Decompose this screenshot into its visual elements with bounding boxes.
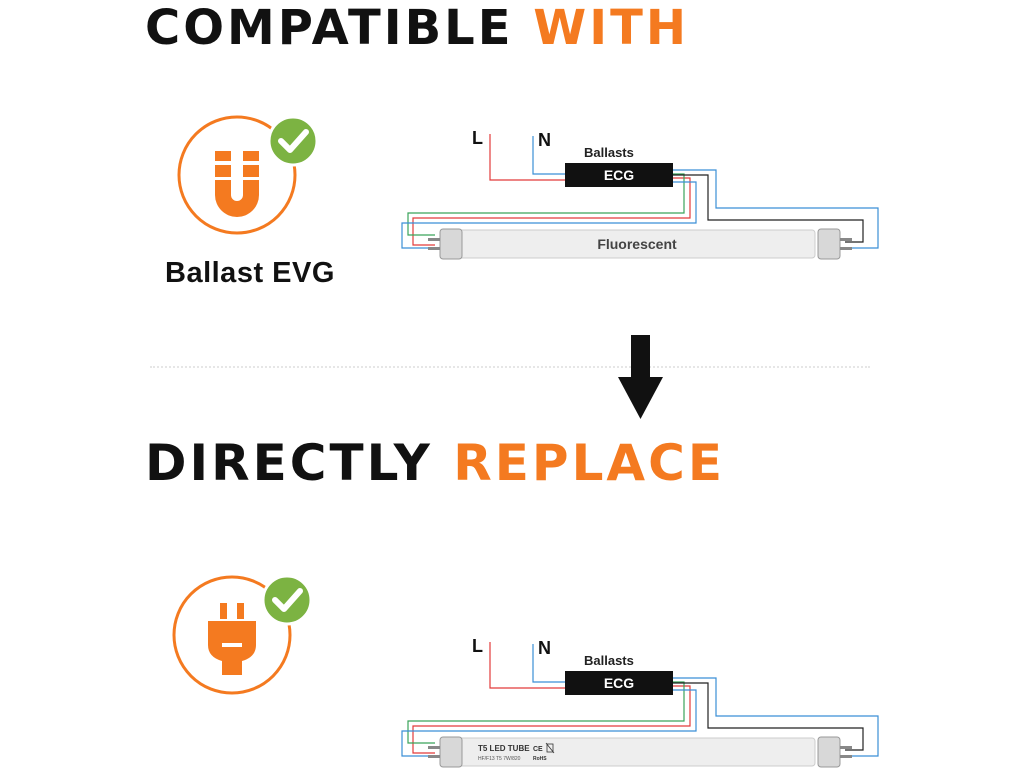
heading-top-dark: COMPATIBLE [145, 0, 514, 56]
check-icon [261, 574, 313, 626]
section-divider [150, 366, 870, 368]
tube-sublabel: HF/F13 T5 7W/820 [478, 756, 521, 762]
heading-compatible-with: COMPATIBLE WITH [145, 4, 689, 52]
plug-icon [172, 574, 313, 695]
wiring-diagram-fluorescent: L N Ballasts ECG Fluorescent [401, 128, 879, 260]
rohs-mark: RoHS [533, 756, 547, 762]
heading-bottom-dark: DIRECTLY [145, 434, 433, 492]
heading-top-accent: WITH [533, 0, 689, 56]
tube-label: Fluorescent [597, 236, 677, 252]
ecg-label: ECG [604, 675, 634, 691]
ecg-box [565, 163, 673, 187]
neutral-label: N [538, 130, 551, 150]
ballasts-label: Ballasts [584, 145, 634, 160]
check-icon [267, 115, 319, 167]
heading-directly-replace: DIRECTLY REPLACE [145, 438, 725, 488]
arrow-down-icon [618, 335, 663, 419]
ce-mark: CE [533, 746, 543, 753]
ballast-evg-label: Ballast EVG [165, 257, 335, 289]
line-label: L [472, 636, 483, 656]
ecg-label: ECG [604, 167, 634, 183]
tube-label: T5 LED TUBE [478, 744, 530, 753]
line-label: L [472, 128, 483, 148]
heading-bottom-accent: REPLACE [453, 434, 725, 492]
ballasts-label: Ballasts [584, 653, 634, 668]
wiring-diagram-led: L N Ballasts ECG T5 LED TUBE HF/F13 T5 7… [401, 636, 879, 768]
neutral-label: N [538, 638, 551, 658]
weee-icon [546, 743, 554, 753]
magnet-icon [177, 115, 319, 235]
ecg-box [565, 671, 673, 695]
